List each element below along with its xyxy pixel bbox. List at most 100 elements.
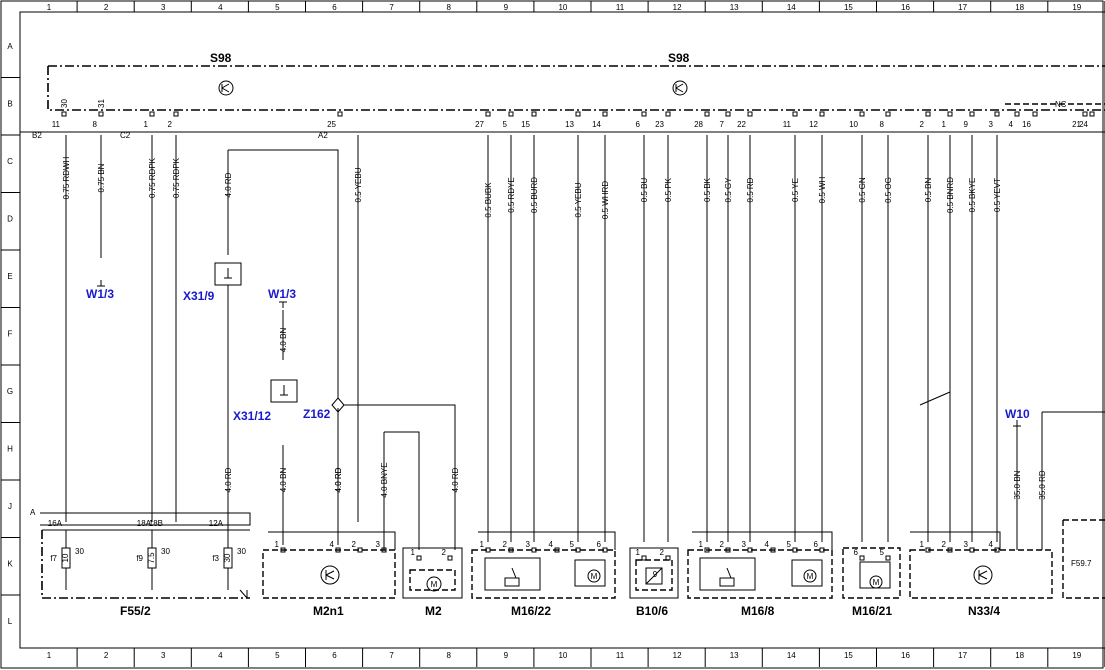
svg-text:2: 2 [168, 120, 173, 129]
top-pin: 2 [168, 111, 179, 129]
wire: 0.5 GY [724, 135, 733, 542]
fuse-pin-label: 18A [137, 519, 152, 528]
svg-text:3: 3 [376, 540, 381, 549]
splice-z162-icon [331, 397, 345, 413]
grid-col-label: 9 [504, 3, 509, 12]
grid-row-label: C [7, 157, 13, 166]
svg-text:13: 13 [565, 120, 574, 129]
svg-text:30: 30 [237, 547, 246, 556]
grid-row-label: A [7, 42, 13, 51]
transistor-icon [218, 80, 234, 96]
svg-text:0.75 RDPK: 0.75 RDPK [172, 157, 181, 198]
svg-text:3: 3 [742, 540, 747, 549]
svg-text:f7: f7 [50, 554, 57, 563]
svg-text:0.5 RDYE: 0.5 RDYE [507, 177, 516, 213]
grid-col-label: 15 [844, 3, 853, 12]
wire-segment [228, 149, 339, 398]
component-pin: 3 [742, 540, 753, 553]
top-pin: 24 [1079, 111, 1095, 129]
svg-text:0.5 BUBK: 0.5 BUBK [484, 182, 493, 218]
grid-col-label: 1 [47, 3, 52, 12]
svg-text:0.5 OG: 0.5 OG [884, 177, 893, 203]
component-box-b10-6 [629, 547, 679, 599]
transistor-icon [672, 80, 688, 96]
svg-text:6: 6 [597, 540, 602, 549]
svg-text:30: 30 [223, 553, 232, 562]
grid-col-label: 6 [332, 3, 337, 12]
component-pin: 5 [570, 540, 581, 553]
svg-text:0.5 BKYE: 0.5 BKYE [968, 178, 977, 213]
svg-text:0.5 WHRD: 0.5 WHRD [601, 181, 610, 219]
grid-col-label: 7 [389, 3, 394, 12]
svg-text:f9: f9 [136, 554, 143, 563]
svg-text:9: 9 [964, 120, 969, 129]
top-pin: 11 [783, 111, 798, 129]
motor-icon: M [591, 572, 598, 581]
svg-text:11: 11 [783, 120, 792, 129]
grid-col-label: 12 [673, 3, 682, 12]
ground-ref-icon [279, 301, 287, 308]
top-pin: 2 [920, 111, 931, 129]
wire: 4.0 RD [224, 150, 233, 255]
top-pin: 4 [1009, 111, 1020, 129]
svg-text:0.5 PK: 0.5 PK [664, 177, 673, 202]
svg-text:10: 10 [61, 553, 70, 562]
wire: 0.5 BKYE [968, 135, 977, 542]
svg-text:4: 4 [330, 540, 335, 549]
component-pin: 4 [330, 540, 341, 553]
top-pin: 13 [565, 111, 581, 129]
svg-text:NC: NC [1055, 100, 1067, 109]
svg-text:27: 27 [475, 120, 484, 129]
label-m16-8: M16/8 [741, 604, 775, 618]
top-pin: 23 [655, 111, 671, 129]
motor-icon: M [807, 572, 814, 581]
component-pin: 6 [854, 548, 865, 561]
svg-text:7.5: 7.5 [147, 552, 156, 564]
wire: 0.5 RD [746, 135, 755, 542]
fuse-pin-label: 18B [149, 519, 163, 528]
svg-text:1: 1 [920, 540, 925, 549]
component-pin: 6 [814, 540, 825, 553]
connector-a2: A2 [318, 131, 328, 140]
svg-text:1: 1 [942, 120, 947, 129]
motor-icon: M [431, 580, 438, 589]
svg-text:4.0 BNYE: 4.0 BNYE [380, 462, 389, 497]
wire: 0.5 OG [884, 135, 893, 542]
component-box-m16-21 [842, 547, 901, 599]
component-box-f59 [1062, 519, 1105, 599]
nc-jumper: NC [1005, 100, 1105, 109]
svg-text:2: 2 [920, 120, 925, 129]
component-pin: 2 [352, 540, 363, 553]
top-pin: 28 [694, 111, 710, 129]
svg-text:3: 3 [964, 540, 969, 549]
wire: 0.75 RDWH [62, 135, 71, 522]
wire: 4.0 BNYE [380, 432, 389, 550]
splice-x31-12-icon [270, 379, 298, 403]
top-pin: 1 [144, 111, 155, 129]
component-pin: 2 [720, 540, 731, 553]
svg-text:4.0 BN: 4.0 BN [279, 328, 288, 353]
top-pin: 16 [1022, 111, 1038, 129]
svg-text:11: 11 [52, 120, 61, 129]
component-box-m2n1 [262, 531, 396, 599]
svg-text:0.75 RDWH: 0.75 RDWH [62, 156, 71, 199]
svg-text:5: 5 [787, 540, 792, 549]
svg-text:2: 2 [442, 548, 447, 557]
svg-text:0.5 YEBU: 0.5 YEBU [354, 167, 363, 202]
svg-text:4.0 RD: 4.0 RD [451, 467, 460, 492]
top-pin: 12 [809, 111, 825, 129]
motor-icon: M [873, 578, 880, 587]
fuse-pin-label: 12A [209, 519, 224, 528]
wire: 4.0 BN [279, 310, 288, 360]
svg-text:8: 8 [880, 120, 885, 129]
component-pin: 4 [765, 540, 776, 553]
component-pin: 3 [964, 540, 975, 553]
grid-col-label: 15 [844, 651, 853, 660]
svg-text:23: 23 [655, 120, 664, 129]
svg-text:4: 4 [1009, 120, 1014, 129]
